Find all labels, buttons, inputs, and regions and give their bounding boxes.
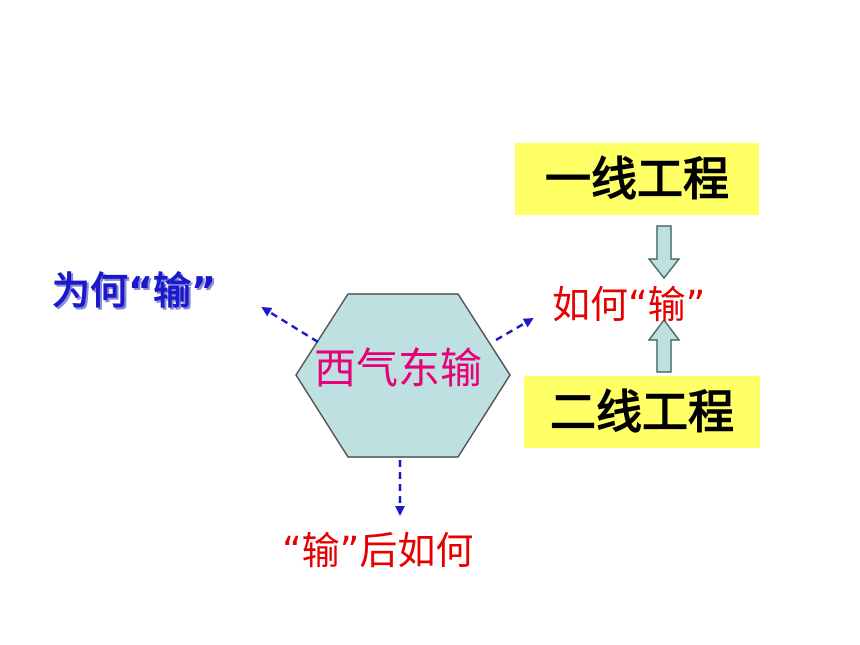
block-arrow-up <box>647 318 681 373</box>
line-one-label: 一线工程 <box>545 152 729 206</box>
why-label: 为何“输” <box>52 269 216 313</box>
how-label: 如何“输” <box>552 283 706 327</box>
center-label: 西气东输 <box>314 344 483 393</box>
line-two-label: 二线工程 <box>550 385 734 439</box>
line-two-box: 二线工程 <box>524 376 760 448</box>
arrow-to-how <box>495 317 534 342</box>
line-one-box: 一线工程 <box>515 143 759 215</box>
after-label: “输”后如何 <box>282 529 474 573</box>
block-arrow-down <box>647 225 681 280</box>
arrow-to-why <box>261 306 319 344</box>
center-hexagon <box>295 293 511 458</box>
